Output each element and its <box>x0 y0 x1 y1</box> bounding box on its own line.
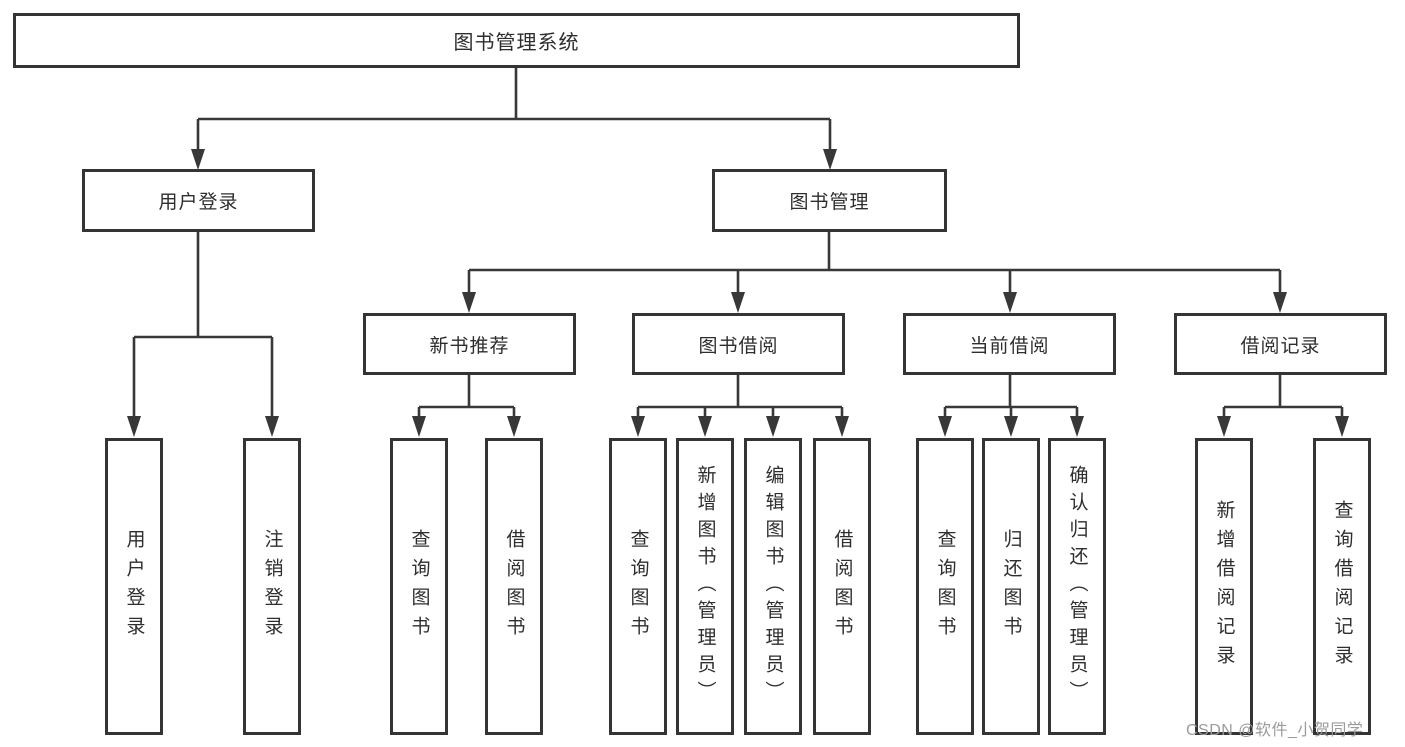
node-book-management: 图书管理 <box>712 169 947 232</box>
node-label: 确认归还（管理员） <box>1066 465 1088 708</box>
node-label: 新书推荐 <box>429 335 510 357</box>
node-label: 当前借阅 <box>969 335 1050 357</box>
node-label: 借阅记录 <box>1240 335 1321 357</box>
leaf-add-borrow-record: 新增借阅记录 <box>1195 438 1253 735</box>
node-label: 用户登录 <box>123 528 145 645</box>
node-label: 归还图书 <box>1000 528 1022 645</box>
node-label: 查询借阅记录 <box>1331 499 1353 674</box>
node-label: 用户登录 <box>158 192 239 213</box>
node-label: 图书管理 <box>789 192 870 213</box>
node-label: 查询图书 <box>408 528 430 645</box>
watermark-text: CSDN @软件_小贺同学 <box>1186 722 1364 739</box>
node-label: 借阅图书 <box>503 528 525 645</box>
node-label: 编辑图书（管理员） <box>762 465 784 708</box>
leaf-logout: 注销登录 <box>243 438 301 735</box>
leaf-query-books-current: 查询图书 <box>916 438 974 735</box>
node-library-management-system: 图书管理系统 <box>13 13 1020 68</box>
node-label: 图书管理系统 <box>453 32 580 54</box>
node-new-book-recommend: 新书推荐 <box>363 313 576 375</box>
leaf-user-login: 用户登录 <box>105 438 163 735</box>
node-label: 图书借阅 <box>698 335 779 357</box>
leaf-query-books-borrowing: 查询图书 <box>609 438 667 735</box>
leaf-add-book-admin: 新增图书（管理员） <box>676 438 734 735</box>
leaf-query-books-recommend: 查询图书 <box>390 438 448 735</box>
leaf-borrow-books-recommend: 借阅图书 <box>485 438 543 735</box>
node-label: 查询图书 <box>627 528 649 645</box>
leaf-return-book: 归还图书 <box>982 438 1040 735</box>
leaf-edit-book-admin: 编辑图书（管理员） <box>744 438 802 735</box>
leaf-confirm-return-admin: 确认归还（管理员） <box>1048 438 1106 735</box>
leaf-borrow-books-borrowing: 借阅图书 <box>813 438 871 735</box>
node-user-login: 用户登录 <box>82 169 315 232</box>
node-book-borrowing: 图书借阅 <box>632 313 845 375</box>
node-label: 新增借阅记录 <box>1213 499 1235 674</box>
node-current-borrowing: 当前借阅 <box>903 313 1116 375</box>
node-label: 新增图书（管理员） <box>694 465 716 708</box>
leaf-query-borrow-record: 查询借阅记录 <box>1313 438 1371 735</box>
node-label: 借阅图书 <box>831 528 853 645</box>
node-label: 注销登录 <box>261 528 283 645</box>
node-borrowing-records: 借阅记录 <box>1174 313 1387 375</box>
node-label: 查询图书 <box>934 528 956 645</box>
